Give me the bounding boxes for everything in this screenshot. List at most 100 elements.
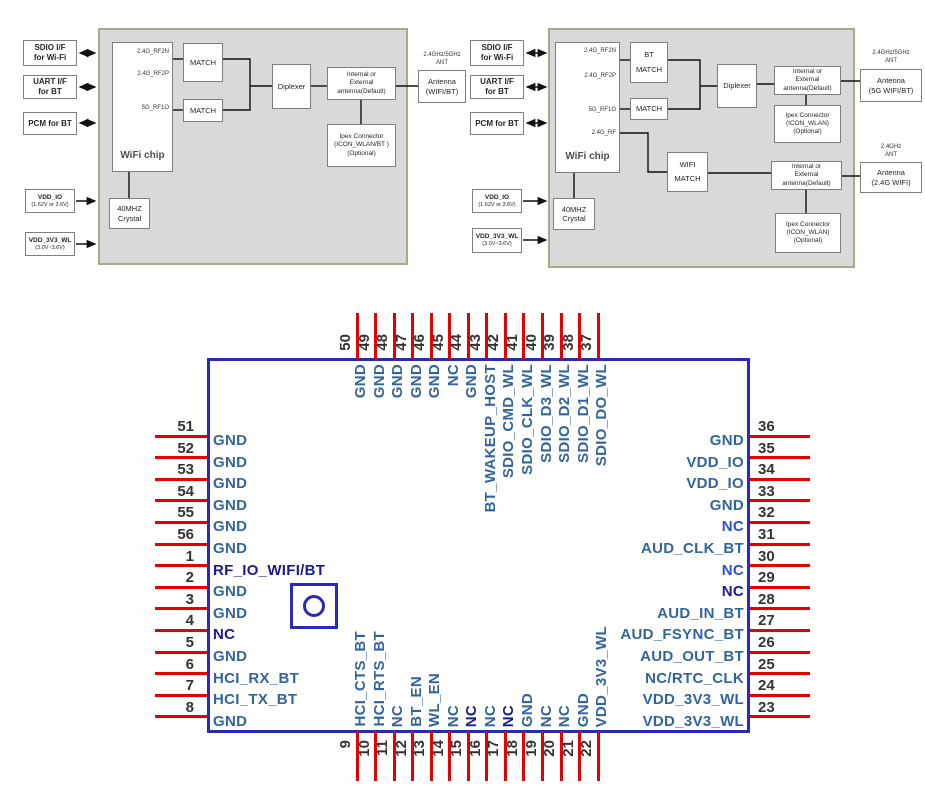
pin-number: 25 (758, 655, 775, 673)
pin-label: HCI_RTS_BT (370, 631, 388, 727)
pin-number: 46 (411, 334, 429, 351)
pin-number: 20 (541, 740, 559, 757)
vdd-3v3-box-right: VDD_3V3_WL (3.0V~3.6V) (472, 228, 522, 253)
pin-label: SDIO_CMD_WL (500, 364, 518, 479)
pin-number: 51 (177, 418, 194, 435)
pin-label: GND (213, 604, 248, 622)
pin-stub (448, 313, 452, 359)
pin-number: 9 (337, 740, 354, 749)
pin-label: VDD_IO (686, 453, 744, 471)
pin-stub (596, 313, 600, 359)
rf-port-label: 5G_RF1O (588, 107, 616, 113)
pin-number: 16 (466, 740, 484, 757)
pin-number: 48 (374, 334, 392, 351)
pin-label: GND (426, 364, 444, 399)
pin-label: GND (709, 432, 744, 449)
pin-stub (155, 520, 207, 524)
pin-stub (522, 731, 526, 781)
pin-stub (750, 607, 810, 611)
vdd-3v3-title: VDD_3V3_WL (475, 233, 519, 240)
pin-stub (750, 693, 810, 697)
pin-number: 35 (758, 439, 775, 457)
int-ext-antenna-box-left: Internal or External antenna(Default) (327, 67, 396, 100)
pin-stub (155, 715, 207, 719)
pin-number: 12 (392, 740, 410, 757)
pin-stub (411, 313, 415, 359)
pin-label: NC/RTC_CLK (645, 669, 744, 687)
pin-number: 5 (185, 634, 194, 651)
pin-stub (750, 434, 810, 438)
pin-number: 8 (185, 698, 194, 716)
pin-label: SDIO_D2_WL (556, 364, 574, 463)
vdd-3v3-box-left: VDD_3V3_WL (3.0V~3.6V) (25, 232, 75, 256)
pin-stub (466, 313, 470, 359)
pin-label: GND (213, 540, 248, 557)
pin-label: SDIO_DO_WL (593, 364, 611, 467)
wifi-match-box: WIFI MATCH (667, 152, 708, 192)
pin-stub (155, 650, 207, 654)
pin-number: 38 (559, 334, 577, 351)
pin-label: GND (213, 432, 248, 449)
pin-number: 11 (374, 740, 392, 756)
pin-number: 44 (448, 334, 466, 351)
pin-number: 40 (522, 334, 540, 351)
vdd-3v3-range: (3.0V~3.6V) (35, 244, 65, 251)
pin-number: 36 (758, 418, 775, 435)
rf-port-label: 2.4G_RF2P (137, 71, 169, 77)
pin-stub (750, 672, 810, 676)
int-ext-antenna-box-top: Internal or External antenna(Default) (774, 66, 841, 95)
pin-label: NC (213, 626, 236, 644)
pin-number: 30 (758, 547, 775, 565)
pin-stub (374, 731, 378, 781)
pin-stub (429, 313, 433, 359)
pin-label: SDIO_CLK_WL (518, 364, 536, 475)
pin-label: BT_WAKEUP_HOST (481, 364, 499, 513)
pin-stub (559, 731, 563, 781)
pin1-marker-circle (303, 595, 325, 617)
pin-stub (750, 585, 810, 589)
pin-number: 15 (448, 740, 466, 757)
match1-box-left: MATCH (183, 43, 223, 82)
pin-label: NC (444, 704, 462, 727)
pin-label: NC (556, 704, 574, 727)
pin-number: 49 (355, 334, 373, 351)
pin-label: VDD_3V3_WL (642, 712, 744, 730)
bt-match-box: BT MATCH (630, 42, 668, 83)
match-box-right: MATCH (630, 98, 668, 120)
pin-label: NC (721, 561, 744, 579)
pin-number: 24 (758, 677, 775, 695)
antenna-24g-box: Antenna (2.4G WIFI) (860, 162, 922, 193)
pin-stub (411, 731, 415, 781)
pin-stub (750, 520, 810, 524)
pin-stub (750, 628, 810, 632)
pin-number: 54 (177, 482, 194, 500)
pin-number: 27 (758, 612, 775, 630)
pin-number: 13 (411, 740, 429, 757)
pin-stub (448, 731, 452, 781)
pin-number: 33 (758, 482, 775, 500)
pin-label: GND (463, 364, 481, 399)
pin-label: GND (213, 453, 248, 471)
pin-label: NC (537, 704, 555, 727)
pin-number: 39 (541, 334, 559, 351)
pin-label: AUD_FSYNC_BT (620, 626, 744, 644)
vdd-io-range: (1.62V or 3.6V) (478, 201, 516, 208)
rf-port-label: 2.4G_RF2N (136, 49, 169, 55)
pin-stub (522, 313, 526, 359)
wifi-chip-box-right: 2.4G_RF2N 2.4G_RF2P 5G_RF1O 2.4G_RF WiFi… (555, 42, 620, 173)
pin-label: GND (213, 496, 248, 514)
pin-label: GND (407, 364, 425, 399)
pin-label: GND (213, 648, 248, 665)
antenna-5g-box: Antenna (5G WIFI/BT) (860, 69, 922, 102)
pin-label: GND (213, 475, 248, 493)
pin-label: GND (352, 364, 369, 399)
pin-stub (355, 313, 359, 359)
pin-number: 22 (578, 740, 596, 757)
vdd-3v3-title: VDD_3V3_WL (28, 236, 72, 244)
rf-port-label: 5G_RF1O (141, 105, 169, 111)
pin-number: 19 (522, 740, 540, 757)
antenna-5g-caption: 2.4GHz/5GHz ANT (872, 50, 910, 64)
pin-stub (155, 672, 207, 676)
pin-label: SDIO_D3_WL (537, 364, 555, 463)
